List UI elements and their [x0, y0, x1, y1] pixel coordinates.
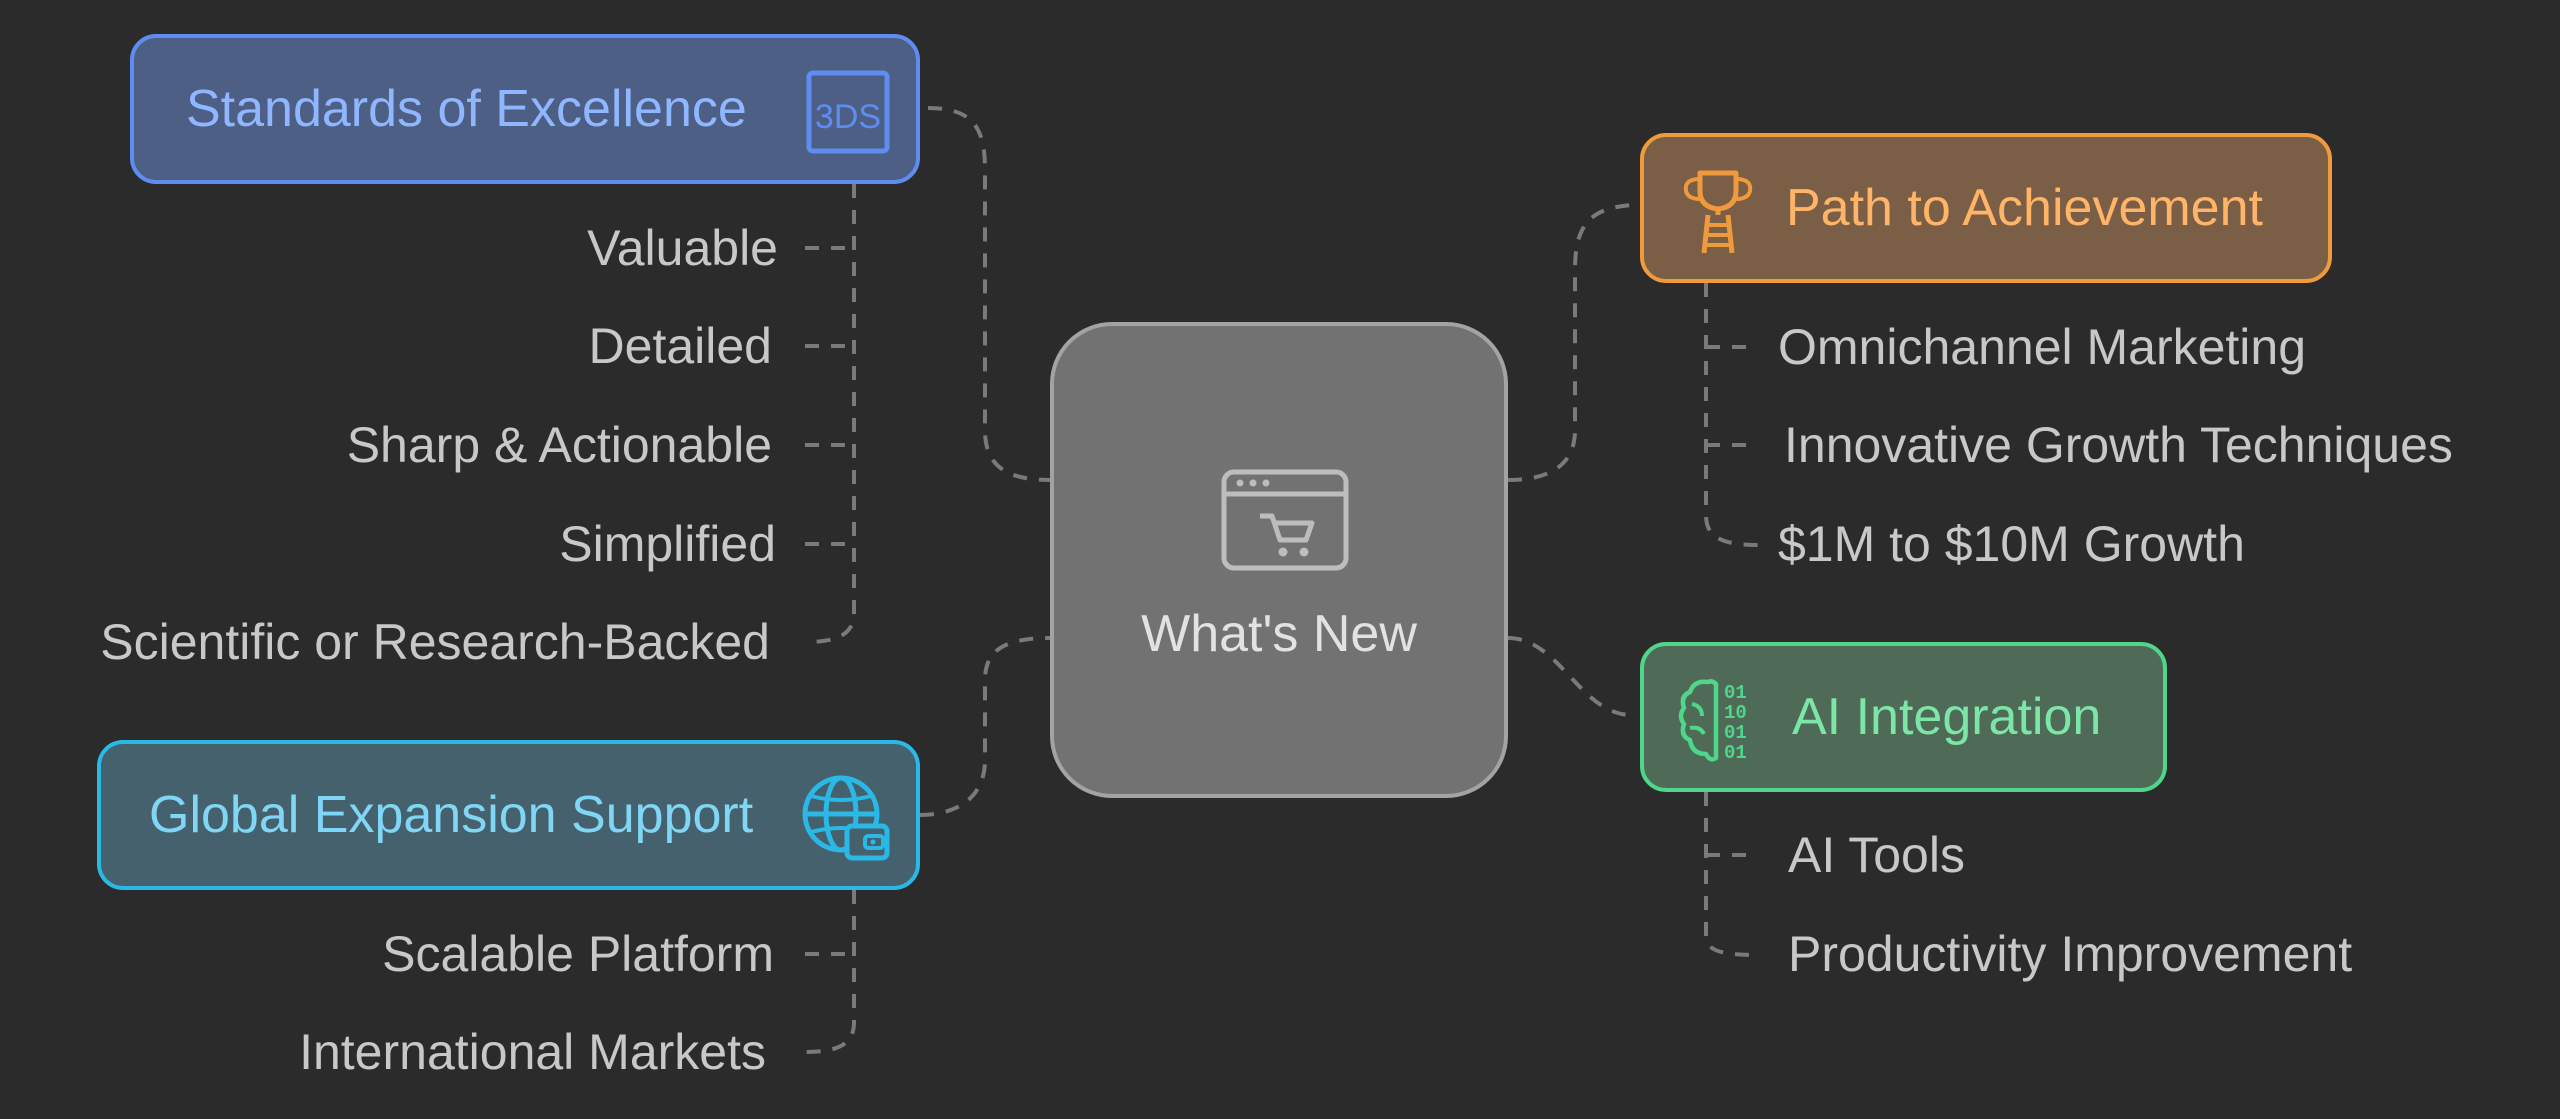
web-store-cart-icon: [1221, 469, 1349, 571]
leaf-omnichannel-marketing: Omnichannel Marketing: [1778, 319, 2307, 375]
branch-global-expansion-support[interactable]: Global Expansion Support: [97, 740, 920, 890]
brain-binary-icon: 01 10 01 01: [1678, 679, 1747, 764]
leaf-ai-tools: AI Tools: [1788, 827, 1965, 883]
3ds-badge-icon: 3DS: [806, 70, 890, 154]
branch-title: Standards of Excellence: [186, 80, 747, 138]
leaf-simplified: Simplified: [559, 516, 776, 572]
leaf-innovative-growth-techniques: Innovative Growth Techniques: [1784, 417, 2453, 473]
svg-text:01: 01: [1724, 722, 1747, 744]
svg-text:3DS: 3DS: [815, 98, 881, 136]
leaf-sharp-actionable: Sharp & Actionable: [346, 417, 772, 473]
leaf-productivity-improvement: Productivity Improvement: [1788, 926, 2353, 982]
branch-standards-of-excellence[interactable]: Standards of Excellence 3DS: [130, 34, 920, 184]
branch-title: Path to Achievement: [1786, 179, 2263, 237]
branch-ai-integration[interactable]: 01 10 01 01 AI Integration: [1640, 642, 2167, 792]
svg-text:01: 01: [1724, 742, 1747, 764]
leaf-international-markets: International Markets: [299, 1024, 766, 1080]
branch-title: AI Integration: [1792, 688, 2102, 746]
leaf-detailed: Detailed: [588, 318, 772, 374]
center-node[interactable]: What's New: [1050, 322, 1508, 798]
svg-text:01: 01: [1724, 682, 1747, 704]
branch-path-to-achievement[interactable]: Path to Achievement: [1640, 133, 2332, 283]
branch-title: Global Expansion Support: [149, 786, 754, 844]
center-label: What's New: [1141, 605, 1417, 663]
globe-wallet-icon: [802, 775, 890, 861]
leaf-scalable-platform: Scalable Platform: [382, 926, 774, 982]
leaf-1m-to-10m-growth: $1M to $10M Growth: [1778, 516, 2245, 572]
leaf-valuable: Valuable: [587, 220, 778, 276]
leaf-scientific-research-backed: Scientific or Research-Backed: [100, 614, 770, 670]
trophy-ladder-icon: [1683, 170, 1753, 254]
svg-text:10: 10: [1724, 702, 1747, 724]
